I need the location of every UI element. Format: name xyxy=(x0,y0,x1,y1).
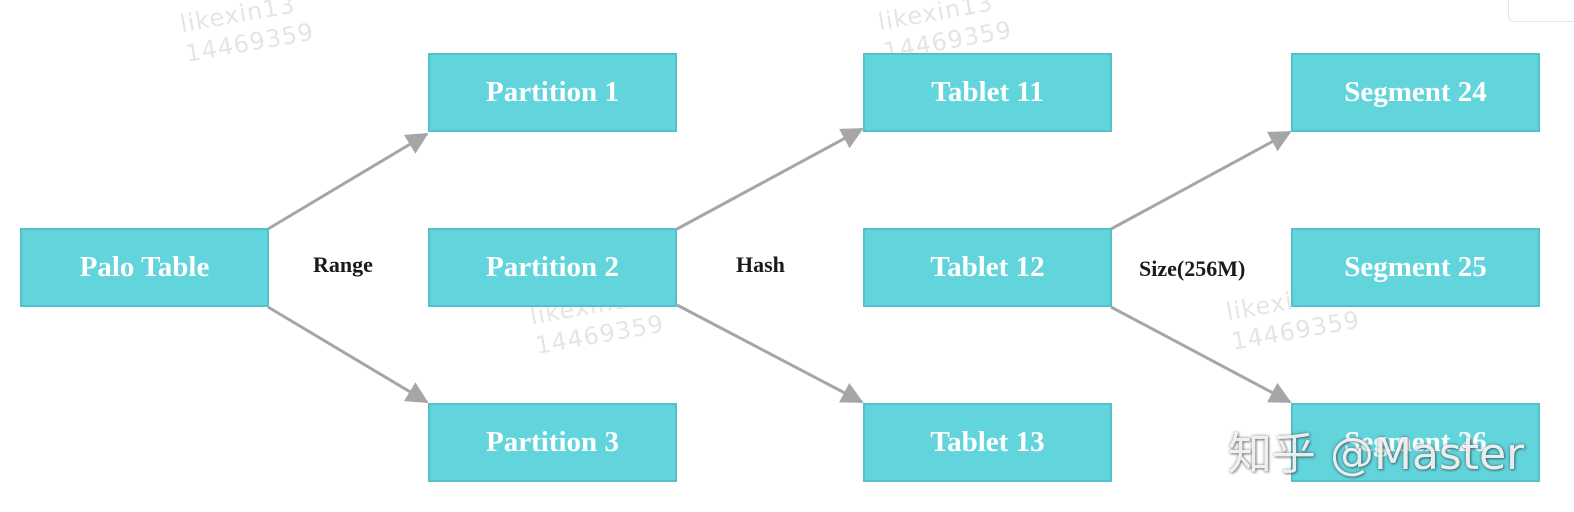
edge-label-hash: Hash xyxy=(736,252,785,277)
node-partition-3: Partition 3 xyxy=(428,403,677,482)
node-tablet-11: Tablet 11 xyxy=(863,53,1112,132)
edge-partition2-tablet11 xyxy=(676,127,864,231)
node-tablet-12: Tablet 12 xyxy=(863,228,1112,307)
edge-partition2-tablet13 xyxy=(676,303,864,404)
edge-label-range: Range xyxy=(313,252,373,277)
brand-watermark: 知乎 @Master xyxy=(1228,429,1525,480)
node-segment-26: Segment 26 xyxy=(1291,403,1540,482)
edge-table-partition1 xyxy=(267,132,429,231)
node-segment-25: Segment 25 xyxy=(1291,228,1540,307)
node-partition-1: Partition 1 xyxy=(428,53,677,132)
edge-tablet12-segment26 xyxy=(1110,305,1292,404)
corner-frame xyxy=(1508,0,1574,22)
edge-table-partition3 xyxy=(267,305,429,404)
node-partition-2: Partition 2 xyxy=(428,228,677,307)
node-palo-table: Palo Table xyxy=(20,228,269,307)
edge-tablet12-segment24 xyxy=(1110,130,1292,231)
edge-label-size: Size(256M) xyxy=(1139,256,1246,281)
node-tablet-13: Tablet 13 xyxy=(863,403,1112,482)
node-segment-24: Segment 24 xyxy=(1291,53,1540,132)
